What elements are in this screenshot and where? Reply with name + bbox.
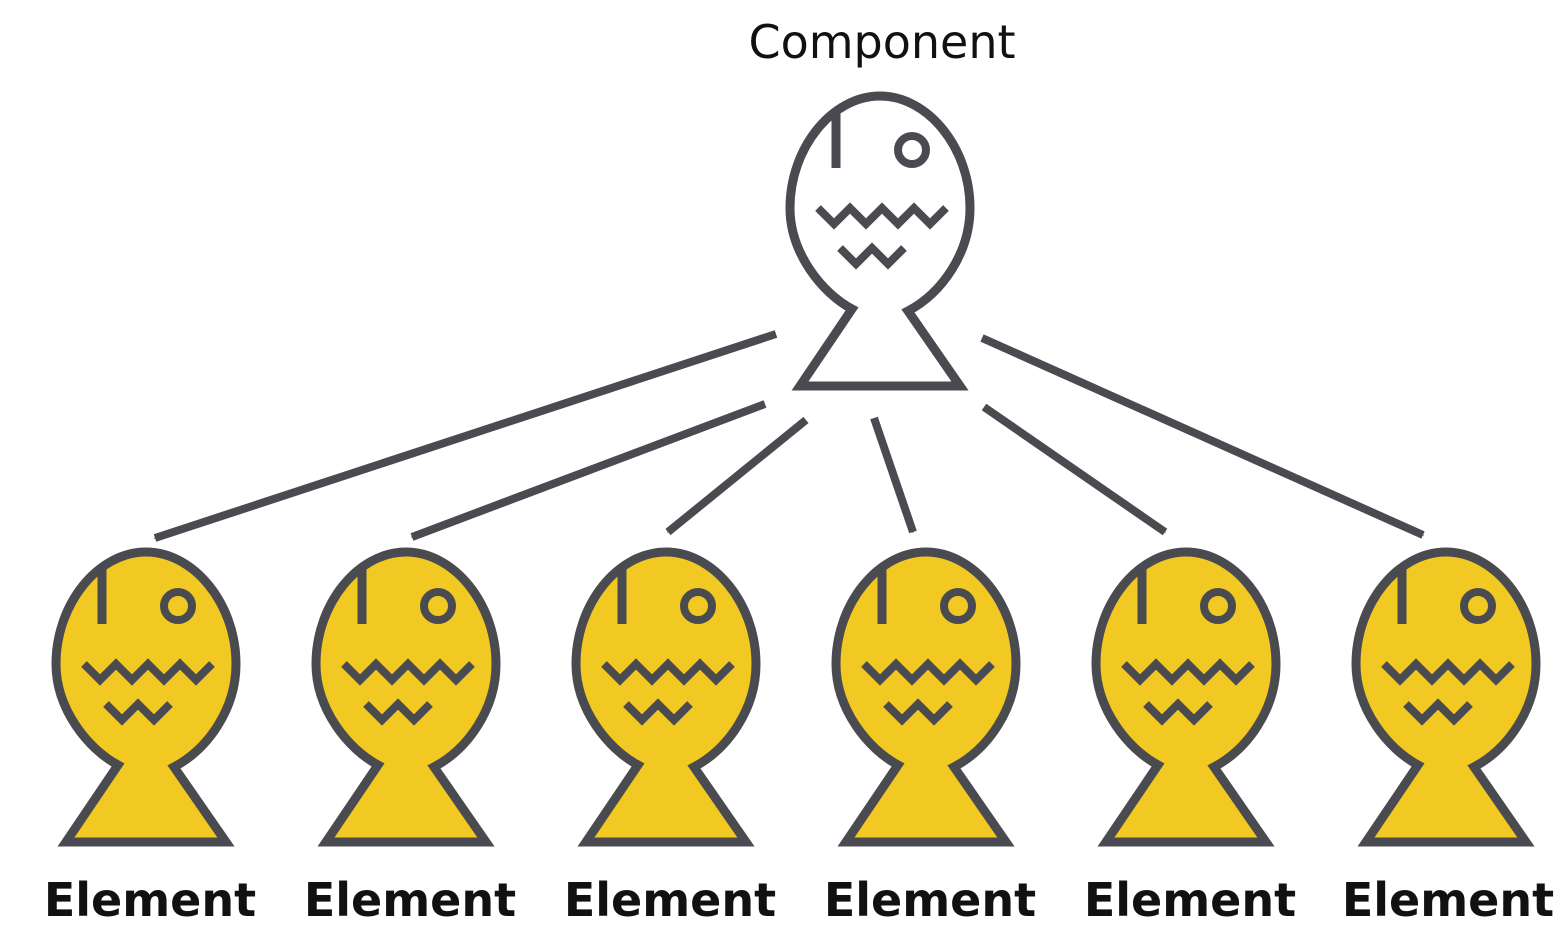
- arrow-to-element-1: [153, 330, 778, 542]
- element-figure-icon: [316, 552, 496, 842]
- element-figure-icon: [1356, 552, 1536, 842]
- element-label: Element: [1084, 873, 1296, 927]
- arrow-to-element-6: [980, 334, 1425, 539]
- arrow-to-element-5: [981, 403, 1168, 536]
- arrow-to-element-3: [665, 416, 809, 536]
- element-figure-icon: [56, 552, 236, 842]
- element-figure-icon: [836, 552, 1016, 842]
- arrow-to-element-4: [870, 416, 917, 534]
- component-label: Component: [748, 15, 1015, 69]
- element-label: Element: [1342, 873, 1554, 927]
- element-label: Element: [824, 873, 1036, 927]
- element-figure-icon: [576, 552, 756, 842]
- element-label: Element: [564, 873, 776, 927]
- element-label: Element: [44, 873, 256, 927]
- element-figure-icon: [1096, 552, 1276, 842]
- arrows: [153, 330, 1425, 542]
- element-label: Element: [304, 873, 516, 927]
- arrow-to-element-2: [410, 400, 767, 541]
- component-figure-icon: [790, 96, 970, 386]
